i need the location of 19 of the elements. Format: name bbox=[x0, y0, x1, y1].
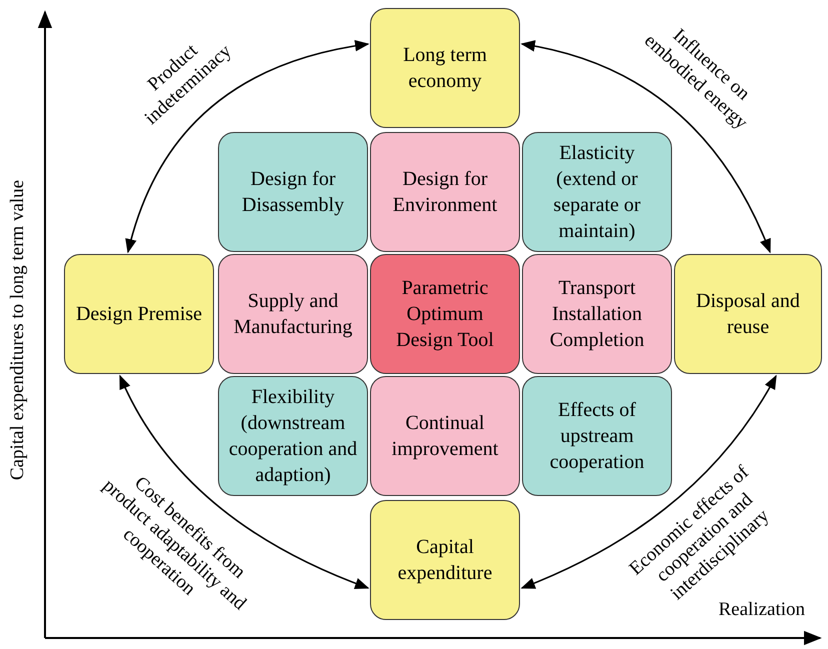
process-box: Design for Disassembly bbox=[218, 132, 368, 252]
process-box: Design Premise bbox=[64, 254, 214, 374]
curved-arrow bbox=[119, 374, 370, 589]
axis-label: Capital expenditures to long term value bbox=[7, 180, 30, 480]
process-box: Elasticity (extend or separate or maintain) bbox=[522, 132, 672, 252]
process-box: Capital expenditure bbox=[370, 500, 520, 620]
process-box: Supply and Manufacturing bbox=[218, 254, 368, 374]
curved-arrow bbox=[520, 374, 777, 589]
axis-label: Realization bbox=[718, 599, 806, 621]
process-box: Design for Environment bbox=[370, 132, 520, 252]
process-box: Long term economy bbox=[370, 8, 520, 128]
process-box: Parametric Optimum Design Tool bbox=[370, 254, 520, 374]
curved-arrow bbox=[520, 40, 771, 254]
process-box: Flexibility (downstream cooperation and adaption) bbox=[218, 376, 368, 496]
process-box: Effects of upstream cooperation bbox=[522, 376, 672, 496]
process-box: Disposal and reuse bbox=[674, 254, 822, 374]
curved-arrow bbox=[126, 40, 370, 254]
process-box: Continual improvement bbox=[370, 376, 520, 496]
process-box: Transport Installation Completion bbox=[522, 254, 672, 374]
